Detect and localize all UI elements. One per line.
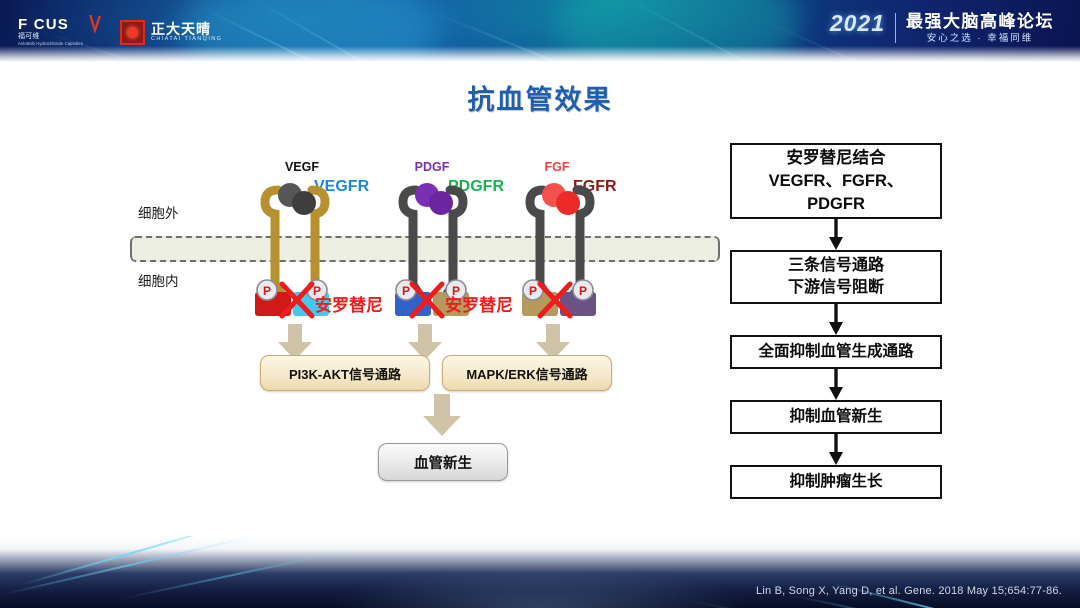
forum-year: 2021 [829,10,885,36]
fgfr-receptor-graphic [525,183,595,300]
drug-label-anlotinib: 安罗替尼 [315,296,383,315]
ctq-emblem-dot [127,26,138,38]
label-intracellular: 细胞内 [138,274,179,289]
ligand-label-fgf: FGF [544,160,570,174]
outcome-box-angiogenesis: 血管新生 [378,443,508,481]
signaling-pathway-diagram: 细胞外 细胞内 VEGF VEGFR PDGF PDGFR [130,140,730,500]
label-extracellular: 细胞外 [138,206,179,221]
focus-logo-en: Anlotinib Hydrochloride Capsules [18,41,83,46]
focus-logo: F CUS 福可维 Anlotinib Hydrochloride Capsul… [18,15,101,47]
conclusion-flowchart: 安罗替尼结合 VEGFR、FGFR、 PDGFR 三条信号通路 下游信号阻断 全… [730,143,942,499]
focus-logo-cn: 福可维 [18,33,40,40]
drug-label-anlotinib: 安罗替尼 [445,296,513,315]
flow-arrow-2 [730,304,942,335]
footer-banner: Lin B, Song X, Yang D, et al. Gene. 2018… [0,536,1080,608]
citation-text: Lin B, Song X, Yang D, et al. Gene. 2018… [756,585,1062,597]
flow-arrow-down [423,394,461,436]
flow-arrow-1 [730,219,942,250]
flow-box-3: 全面抑制血管生成通路 [730,335,942,369]
flow-arrow-4 [730,434,942,465]
cell-membrane-cap-right [712,236,720,262]
cell-membrane [130,236,720,262]
receptor-fgfr: FGF FGFR [515,160,635,340]
forum-text: 最强大脑高峰论坛 安心之选 · 幸福同维 [906,12,1054,45]
flow-arrow-3 [730,369,942,400]
pathway-box-mapk-erk: MAPK/ERK信号通路 [442,355,612,391]
ctq-name-en: CHIATAI TIANQING [151,35,223,42]
ctq-text: 正大天晴 CHIATAI TIANQING [151,22,222,43]
chiatai-tianqing-logo: 正大天晴 CHIATAI TIANQING [120,18,222,46]
focus-logo-word: F CUS [18,16,69,33]
ctq-emblem-icon [120,19,145,45]
flow-box-5: 抑制肿瘤生长 [730,465,942,499]
ligand-label-vegf: VEGF [284,160,320,174]
ligand-label-pdgf: PDGF [414,160,450,174]
header-banner: F CUS 福可维 Anlotinib Hydrochloride Capsul… [0,0,1080,62]
cell-membrane-cap-left [130,236,138,262]
flow-box-1: 安罗替尼结合 VEGFR、FGFR、 PDGFR [730,143,942,219]
focus-v-icon [89,15,101,34]
forum-divider [895,13,896,43]
flow-box-4: 抑制血管新生 [730,400,942,434]
banner-fade [0,46,1080,62]
forum-branding: 2021 最强大脑高峰论坛 安心之选 · 幸福同维 [830,12,1054,45]
footer-streak [0,536,254,596]
ctq-name-cn: 正大天晴 [151,20,211,37]
receptor-label-vegfr: VEGFR [314,178,370,195]
forum-title: 最强大脑高峰论坛 [906,12,1054,31]
pathway-box-pi3k-akt: PI3K-AKT信号通路 [260,355,430,391]
page-title: 抗血管效果 [467,85,613,115]
flow-box-2: 三条信号通路 下游信号阻断 [730,250,942,304]
forum-subtitle: 安心之选 · 幸福同维 [926,33,1034,44]
